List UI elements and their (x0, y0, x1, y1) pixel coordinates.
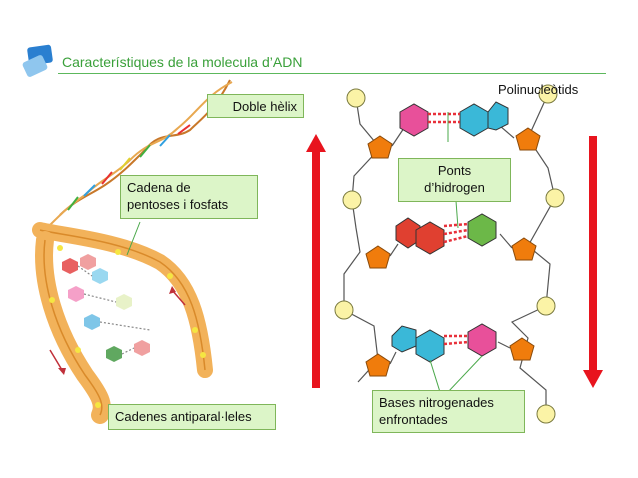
base-pair-top (399, 101, 509, 137)
base-pair-middle (395, 213, 497, 255)
label-bases-line1: Bases nitrogenades (379, 395, 494, 410)
label-bases-nitrogenades: Bases nitrogenades enfrontades (372, 390, 525, 433)
label-cadenes-text: Cadenes antiparal·leles (115, 409, 252, 424)
dna-helix-illustration (32, 79, 233, 424)
base-pair-bottom (391, 323, 497, 363)
pentose-sugars (365, 127, 541, 377)
label-ponts-hidrogen: Ponts d’hidrogen (398, 158, 511, 202)
label-ponts-line2: d’hidrogen (424, 180, 485, 195)
label-cadena-line1: Cadena de (127, 180, 191, 195)
slide-title: Característiques de la molecula d’ADN (62, 54, 303, 70)
phosphate-groups (334, 84, 565, 424)
label-cadena-line2: pentoses i fosfats (127, 197, 229, 212)
presentation-logo-icon (22, 44, 53, 77)
label-cadenes-antiparalleles: Cadenes antiparal·leles (108, 404, 276, 430)
label-doble-helix-text: Doble hèlix (232, 99, 297, 114)
label-bases-line2: enfrontades (379, 412, 448, 427)
downward-direction-arrow (583, 136, 603, 388)
right-backbone (510, 93, 556, 414)
title-divider (58, 73, 606, 74)
label-polinucleotids: Polinucleòtids (498, 82, 579, 97)
label-ponts-line1: Ponts (437, 163, 472, 178)
label-doble-helix: Doble hèlix (207, 94, 304, 118)
label-cadena-pentoses-fosfats: Cadena de pentoses i fosfats (120, 175, 258, 219)
upward-direction-arrow (306, 134, 326, 388)
